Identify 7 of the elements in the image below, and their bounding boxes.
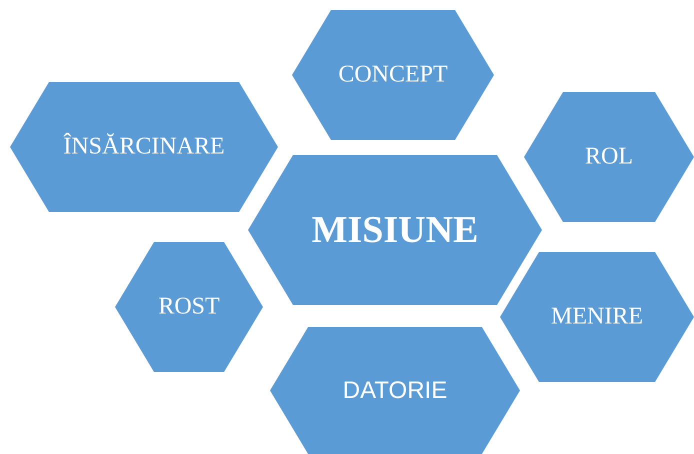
- hexagon-label: ÎNSĂRCINARE: [63, 134, 225, 160]
- hexagon-label: MENIRE: [551, 304, 643, 330]
- hexagon-label: CONCEPT: [338, 62, 448, 88]
- hexagon-label: ROST: [158, 294, 220, 320]
- hexagon-label: MISIUNE: [312, 208, 478, 252]
- hexagon-label: ROL: [585, 144, 633, 170]
- hexagon-label: DATORIE: [342, 376, 448, 404]
